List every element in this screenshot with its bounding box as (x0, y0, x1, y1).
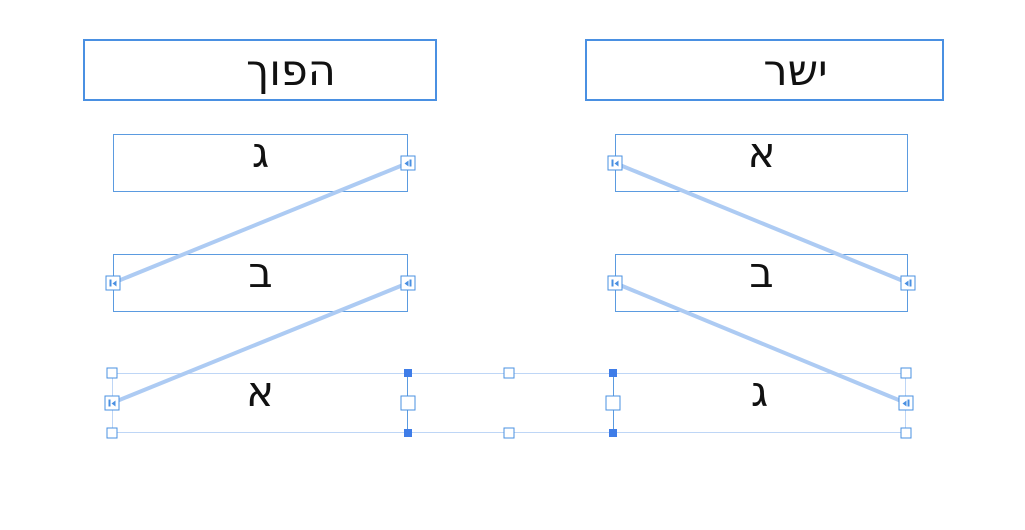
header-frame-straight[interactable]: ישר (585, 39, 944, 101)
thread-out-port[interactable] (400, 155, 416, 171)
thread-arrow-icon (904, 280, 909, 286)
anchor-point[interactable] (404, 369, 412, 377)
selection-handle-top-mid[interactable] (503, 367, 515, 379)
thread-arrow-icon (404, 280, 409, 286)
thread-arrow-icon (404, 160, 409, 166)
thread-arrow-icon (111, 400, 116, 406)
header-label-straight: ישר (763, 46, 828, 96)
selection-handle-bottom-right[interactable] (900, 427, 912, 439)
thread-in-port[interactable] (898, 395, 914, 411)
anchor-point[interactable] (609, 429, 617, 437)
thread-arrow-icon (902, 400, 907, 406)
frame-letter: ב (749, 248, 774, 297)
anchor-point[interactable] (404, 429, 412, 437)
thread-arrow-icon (112, 280, 117, 286)
selection-handle-top-left[interactable] (106, 367, 118, 379)
thread-empty-port[interactable] (400, 395, 416, 411)
thread-out-port[interactable] (607, 275, 623, 291)
frame-letter: ב (248, 248, 273, 297)
selection-handle-bottom-mid[interactable] (503, 427, 515, 439)
text-frame-right-top[interactable]: א (615, 128, 908, 192)
anchor-point[interactable] (609, 369, 617, 377)
thread-out-port[interactable] (400, 275, 416, 291)
text-frame-right-middle[interactable]: ב (615, 248, 908, 312)
frame-letter: א (747, 128, 776, 177)
text-frame-left-middle[interactable]: ב (113, 248, 408, 312)
header-label-reversed: הפוך (246, 46, 336, 96)
thread-empty-port[interactable] (605, 395, 621, 411)
text-frame-left-top[interactable]: ג (113, 128, 408, 192)
header-frame-reversed[interactable]: הפוך (83, 39, 437, 101)
thread-in-port[interactable] (104, 395, 120, 411)
selection-bounding-box (112, 373, 906, 433)
thread-out-port[interactable] (607, 155, 623, 171)
selection-handle-top-right[interactable] (900, 367, 912, 379)
selection-handle-bottom-left[interactable] (106, 427, 118, 439)
thread-in-port[interactable] (105, 275, 121, 291)
frame-letter: ג (251, 128, 270, 177)
thread-arrow-icon (614, 160, 619, 166)
thread-in-port[interactable] (900, 275, 916, 291)
thread-arrow-icon (614, 280, 619, 286)
